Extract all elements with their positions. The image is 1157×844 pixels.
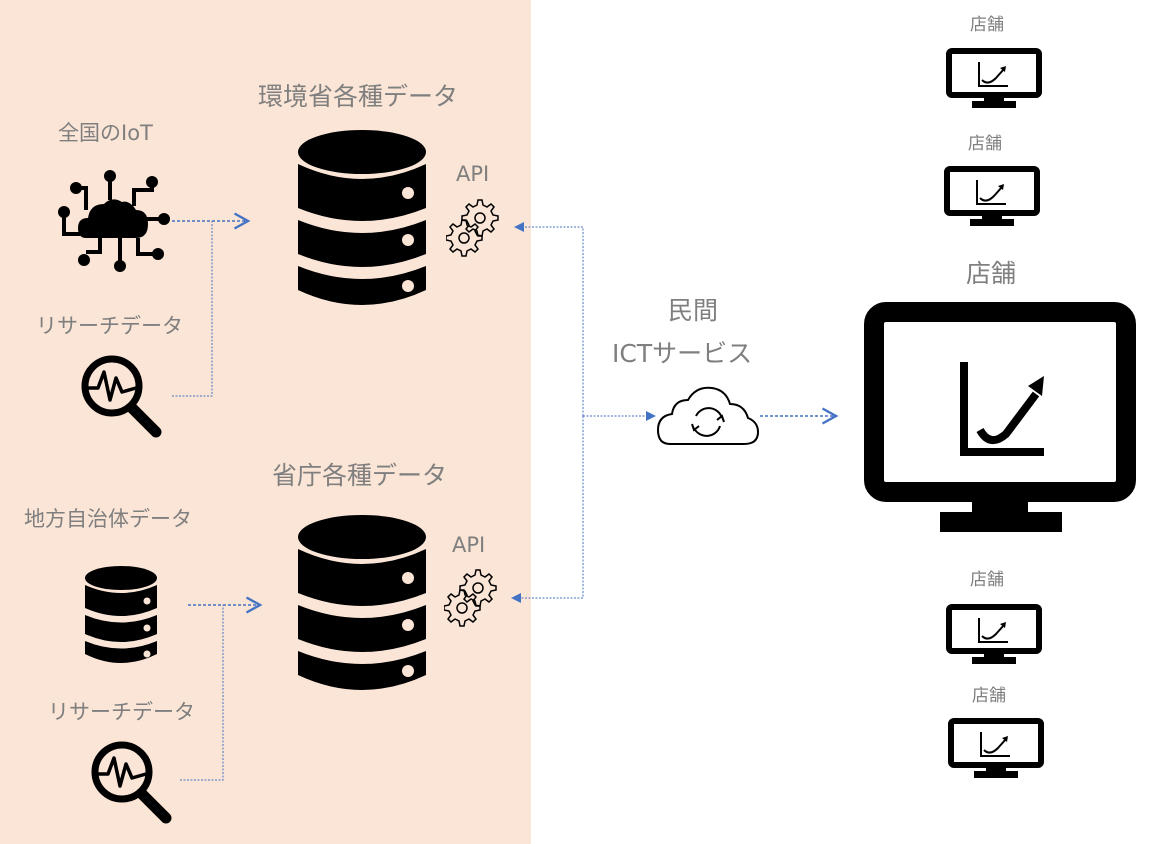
research1-label: リサーチデータ [36,314,183,338]
iot-cloud-icon [58,170,170,272]
research2-connector [180,605,224,781]
store-label: 店舗 [970,570,1004,590]
research1-connector [172,221,213,397]
store-label: 店舗 [970,15,1004,35]
data-sources-panel [0,0,531,844]
database-icon [85,566,157,663]
local-gov-label: 地方自治体データ [24,507,192,531]
service-label-line2: ICTサービス [612,339,753,368]
gears-icon [444,569,497,627]
store-label-main: 店舗 [966,259,1017,288]
gov-db-label: 省庁各種データ [272,461,448,490]
database-icon [298,515,426,690]
cloud-sync-icon [656,386,760,445]
store-label: 店舗 [968,134,1002,154]
database-icon [298,130,426,305]
monitor-chart-icon [946,604,1042,664]
monitor-chart-icon [946,48,1042,108]
gov-api-label: API [452,533,486,557]
service-to-env-api-arrow [514,222,584,416]
env-api-label: API [456,162,490,186]
monitor-chart-icon [944,166,1040,226]
monitor-chart-icon [948,718,1044,778]
magnifier-pulse-icon [91,741,172,824]
service-to-gov-api-arrow [511,416,584,603]
service-label-line1: 民間 [668,296,719,325]
magnifier-pulse-icon [81,355,162,438]
store-label: 店舗 [972,686,1006,706]
monitor-chart-icon-main [864,302,1136,532]
research2-label: リサーチデータ [48,700,195,724]
env-db-label: 環境省各種データ [258,82,459,111]
gears-icon [446,199,499,257]
iot-label: 全国のIoT [58,121,153,145]
